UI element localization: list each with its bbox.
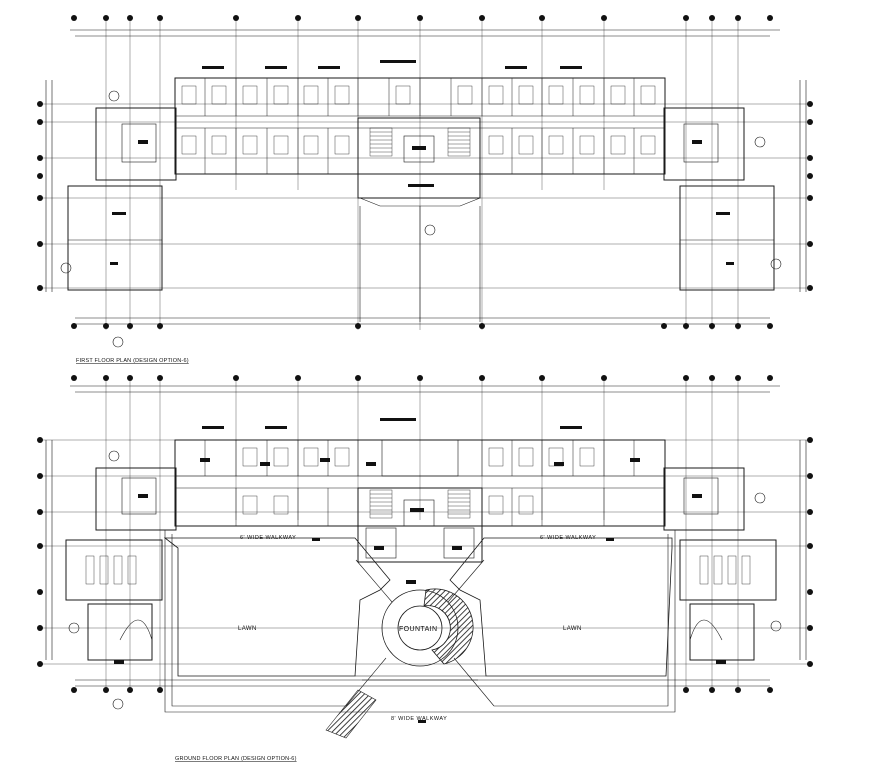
walkway-label-bottom: 8' WIDE WALKWAY (391, 716, 447, 722)
walkway-label-right: 6' WIDE WALKWAY (540, 535, 596, 541)
first-floor-plan (37, 15, 813, 348)
first-floor-plan-title: FIRST FLOOR PLAN (DESIGN OPTION-6) (76, 358, 189, 364)
lawn-label-right: LAWN (563, 626, 582, 632)
ground-floor-plan (37, 375, 813, 739)
fountain-label: FOUNTAIN (399, 626, 437, 633)
walkway-label-left: 6' WIDE WALKWAY (240, 535, 296, 541)
lawn-label-left: LAWN (238, 626, 257, 632)
ground-floor-plan-title: GROUND FLOOR PLAN (DESIGN OPTION-6) (175, 756, 297, 762)
